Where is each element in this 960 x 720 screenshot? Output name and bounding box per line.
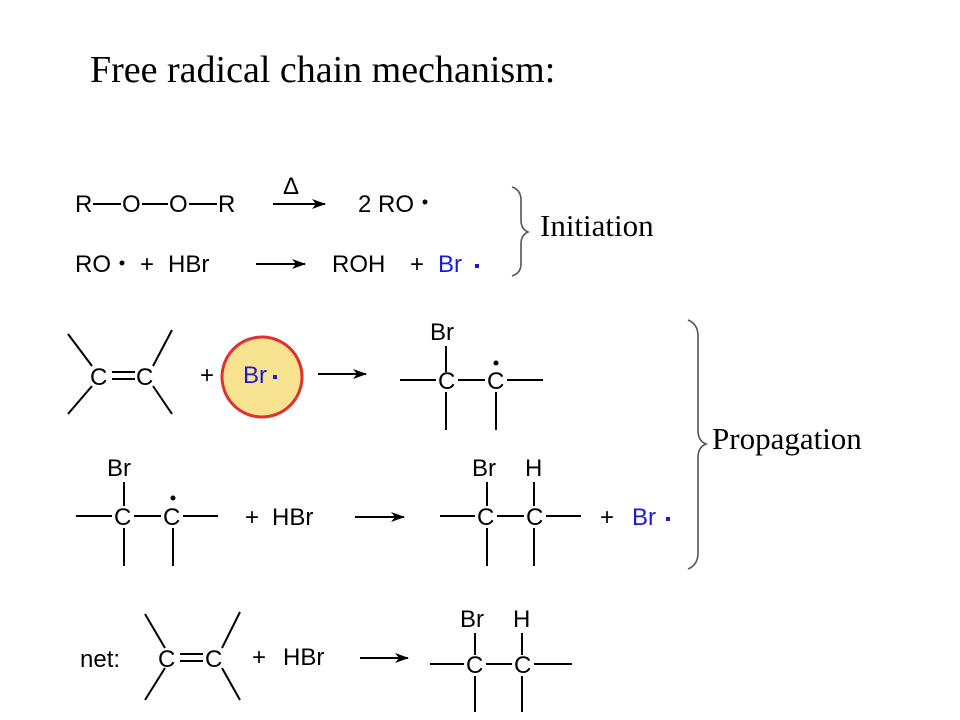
bromine-radical: Br bbox=[438, 251, 462, 278]
bond bbox=[221, 611, 241, 649]
plus-sign: + bbox=[200, 362, 214, 389]
atom-c: C bbox=[514, 652, 531, 679]
heat-symbol: Δ bbox=[283, 173, 299, 200]
atom-o: O bbox=[122, 191, 141, 218]
initiation-label: Initiation bbox=[540, 208, 654, 243]
atom-o: O bbox=[169, 191, 188, 218]
atom-c: C bbox=[114, 504, 131, 531]
radical-dot bbox=[493, 360, 499, 366]
net-reaction: net: C C + HBr Br H C C bbox=[80, 606, 572, 712]
atom-c: C bbox=[487, 368, 504, 395]
propagation-brace bbox=[687, 319, 709, 570]
propagation-label: Propagation bbox=[712, 421, 862, 456]
plus-sign: + bbox=[600, 504, 614, 531]
atom-br: Br bbox=[460, 606, 484, 633]
atom-c: C bbox=[477, 504, 494, 531]
atom-h: H bbox=[513, 606, 530, 633]
bromine-radical: Br bbox=[632, 504, 656, 531]
atom-br: Br bbox=[107, 455, 131, 482]
bond bbox=[152, 329, 173, 367]
plus-sign: + bbox=[140, 251, 154, 278]
bond bbox=[144, 667, 166, 701]
bond bbox=[67, 385, 93, 415]
plus-sign: + bbox=[245, 504, 259, 531]
product-2ro: 2 RO bbox=[358, 191, 414, 218]
reactant-ro: RO bbox=[75, 251, 111, 278]
atom-c: C bbox=[158, 646, 175, 673]
plus-sign: + bbox=[252, 644, 266, 671]
atom-h: H bbox=[525, 455, 542, 482]
initiation-step-2: RO + HBr ROH + Br bbox=[75, 251, 479, 278]
atom-r: R bbox=[75, 191, 92, 218]
initiation-brace bbox=[511, 186, 531, 277]
atom-c: C bbox=[438, 368, 455, 395]
plus-sign: + bbox=[410, 251, 424, 278]
page-title: Free radical chain mechanism: bbox=[90, 49, 555, 91]
initiation-step-1: R O O R Δ 2 RO bbox=[75, 173, 428, 218]
atom-br: Br bbox=[472, 455, 496, 482]
atom-c: C bbox=[526, 504, 543, 531]
atom-c: C bbox=[136, 364, 153, 391]
propagation-step-2: Br C C + HBr Br H C C + Br bbox=[76, 455, 670, 566]
propagation-step-1: C C + Br Br C C bbox=[67, 319, 543, 430]
atom-c: C bbox=[90, 364, 107, 391]
atom-c: C bbox=[205, 646, 222, 673]
reagent-hbr: HBr bbox=[272, 504, 313, 531]
radical-dot bbox=[422, 199, 428, 205]
bond bbox=[67, 333, 93, 367]
atom-br: Br bbox=[430, 319, 454, 346]
atom-c: C bbox=[163, 504, 180, 531]
atom-r: R bbox=[218, 191, 235, 218]
radical-dot bbox=[119, 260, 125, 266]
reagent-hbr: HBr bbox=[168, 251, 209, 278]
bromine-radical: Br bbox=[243, 362, 267, 389]
radical-dot bbox=[273, 375, 277, 379]
radical-dot bbox=[170, 495, 176, 501]
highlight-circle bbox=[220, 335, 304, 419]
radical-dot bbox=[475, 264, 479, 268]
product-roh: ROH bbox=[332, 251, 385, 278]
radical-dot bbox=[666, 517, 670, 521]
bond bbox=[144, 613, 166, 649]
atom-c: C bbox=[466, 652, 483, 679]
bond bbox=[221, 667, 241, 701]
net-label: net: bbox=[80, 646, 120, 673]
reagent-hbr: HBr bbox=[283, 644, 324, 671]
bond bbox=[152, 385, 173, 415]
